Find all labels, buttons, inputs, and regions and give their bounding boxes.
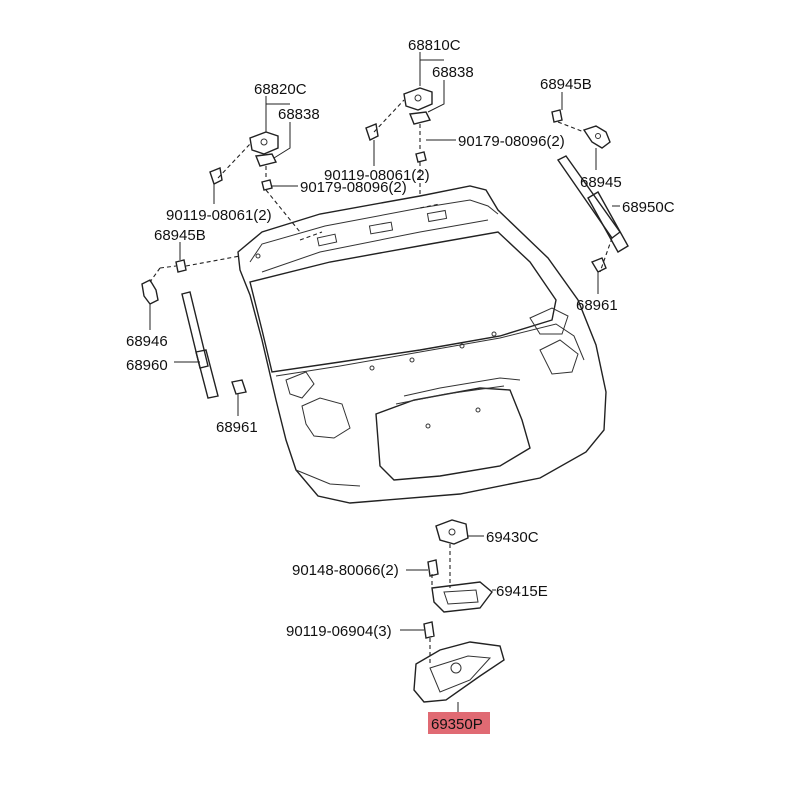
label-90119-08061-right: 90119-08061(2) [324, 167, 430, 184]
hinge-68820C [209, 131, 301, 233]
label-68838-left: 68838 [278, 106, 320, 123]
label-69350P: 69350P [431, 716, 483, 733]
highlight-box [428, 712, 490, 734]
label-90179-08096-right: 90179-08096(2) [458, 133, 565, 150]
handle-assembly [413, 519, 505, 703]
label-68945B-right: 68945B [540, 76, 592, 93]
label-68945B-left: 68945B [154, 227, 206, 244]
label-68946: 68946 [126, 333, 168, 350]
label-68945: 68945 [580, 174, 622, 191]
leader-lines [149, 52, 620, 714]
label-90148-80066: 90148-80066(2) [292, 562, 399, 579]
hinge-68810C [365, 87, 433, 196]
gas-stay-68960 [141, 255, 247, 399]
label-68810C: 68810C [408, 37, 461, 54]
label-68960: 68960 [126, 357, 168, 374]
label-90119-08061-left: 90119-08061(2) [166, 207, 272, 224]
label-68961-right: 68961 [576, 297, 618, 314]
label-68820C: 68820C [254, 81, 307, 98]
label-68950C: 68950C [622, 199, 675, 216]
label-90119-06904: 90119-06904(3) [286, 623, 392, 640]
label-68838-right: 68838 [432, 64, 474, 81]
label-69430C: 69430C [486, 529, 539, 546]
label-69415E: 69415E [496, 583, 548, 600]
label-90179-08096-left: 90179-08096(2) [300, 179, 407, 196]
label-68961-left: 68961 [216, 419, 258, 436]
back-door-panel [237, 185, 607, 504]
gas-stay-68950C [551, 109, 629, 273]
